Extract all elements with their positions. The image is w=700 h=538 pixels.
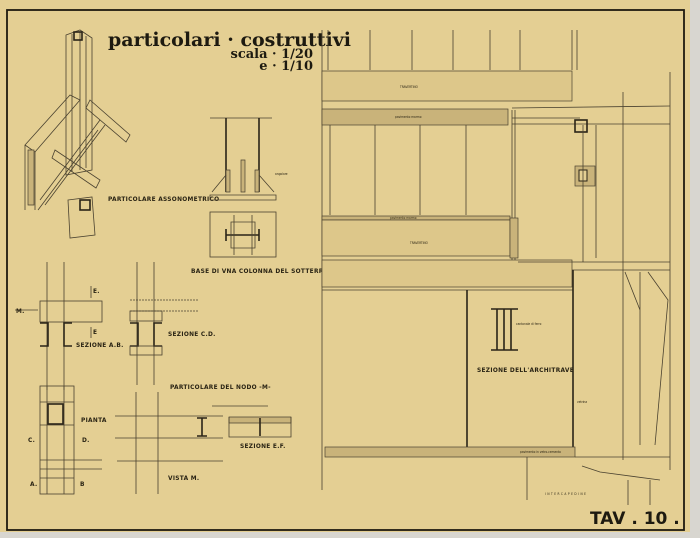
marker-m: M.	[16, 307, 25, 315]
section-ef-label: SEZIONE E.F.	[240, 442, 286, 450]
axonometric-label: PARTICOLARE ASSONOMETRICO	[108, 195, 219, 203]
scale-2: e · 1/10	[259, 59, 313, 74]
travertino-top-band	[321, 70, 573, 102]
travertino-bottom-band	[321, 219, 511, 257]
section-cd-label: SEZIONE C.D.	[168, 330, 216, 338]
plan-detail: PIANTA C. D. A. B	[28, 385, 107, 495]
angolare-note: angolare	[275, 172, 288, 176]
sheet-title: particolari · costruttivi	[108, 29, 351, 51]
marker-b: B	[80, 480, 85, 488]
vetro-note: vetrina	[577, 400, 587, 404]
marker-e-bottom: E	[93, 328, 97, 336]
glass-floor-note: pavimento in vetro-cemento	[520, 450, 561, 454]
marker-c: C.	[28, 436, 35, 444]
drawing-sheet: particolari · costruttivi scala · 1/20 e…	[0, 0, 690, 532]
marker-d: D.	[82, 436, 90, 444]
sheet-number: TAV . 10 .	[590, 509, 680, 529]
travertino-bottom-label: TRAVERTINO	[410, 241, 429, 245]
view-m-label: VISTA M.	[168, 474, 199, 482]
node-detail: PARTICOLARE DEL NODO -M- SEZIONE E.F. VI…	[115, 383, 292, 494]
interior-label: INTERCAPEDINE	[545, 492, 587, 496]
section-cd: SEZIONE C.D.	[129, 262, 216, 385]
column-base-label: BASE DI VNA COLONNA DEL SOTTERRANEO	[191, 267, 343, 275]
scale-1: scala · 1/20	[231, 47, 313, 62]
section-ab-label: SEZIONE A.B.	[76, 341, 124, 349]
pavimento-mid-label: pavimento marmo	[390, 216, 417, 220]
sheet-border	[6, 9, 685, 531]
architrave-label: SEZIONE DELL'ARCHITRAVE	[477, 366, 574, 374]
node-detail-label: PARTICOLARE DEL NODO -M-	[170, 383, 271, 391]
building-section: TRAVERTINO pavimento marmo pavimento mar…	[321, 30, 671, 505]
marker-e-top: E.	[93, 287, 100, 295]
plan-label: PIANTA	[81, 416, 107, 424]
column-base-detail: angolare BASE DI VNA COLONNA DEL SOTTERR…	[191, 117, 343, 275]
section-ab: M. E. E SEZIONE A.B.	[15, 262, 124, 390]
floor-bottom	[324, 446, 576, 458]
marker-a: A.	[30, 480, 37, 488]
pavimento-top-label: pavimento marmo	[395, 115, 422, 119]
axonometric-detail: PARTICOLARE ASSONOMETRICO	[24, 29, 219, 239]
armatura-note: cantonale di ferro	[516, 322, 542, 326]
travertino-top-label: TRAVERTINO	[400, 85, 419, 89]
floor-top	[321, 108, 509, 126]
